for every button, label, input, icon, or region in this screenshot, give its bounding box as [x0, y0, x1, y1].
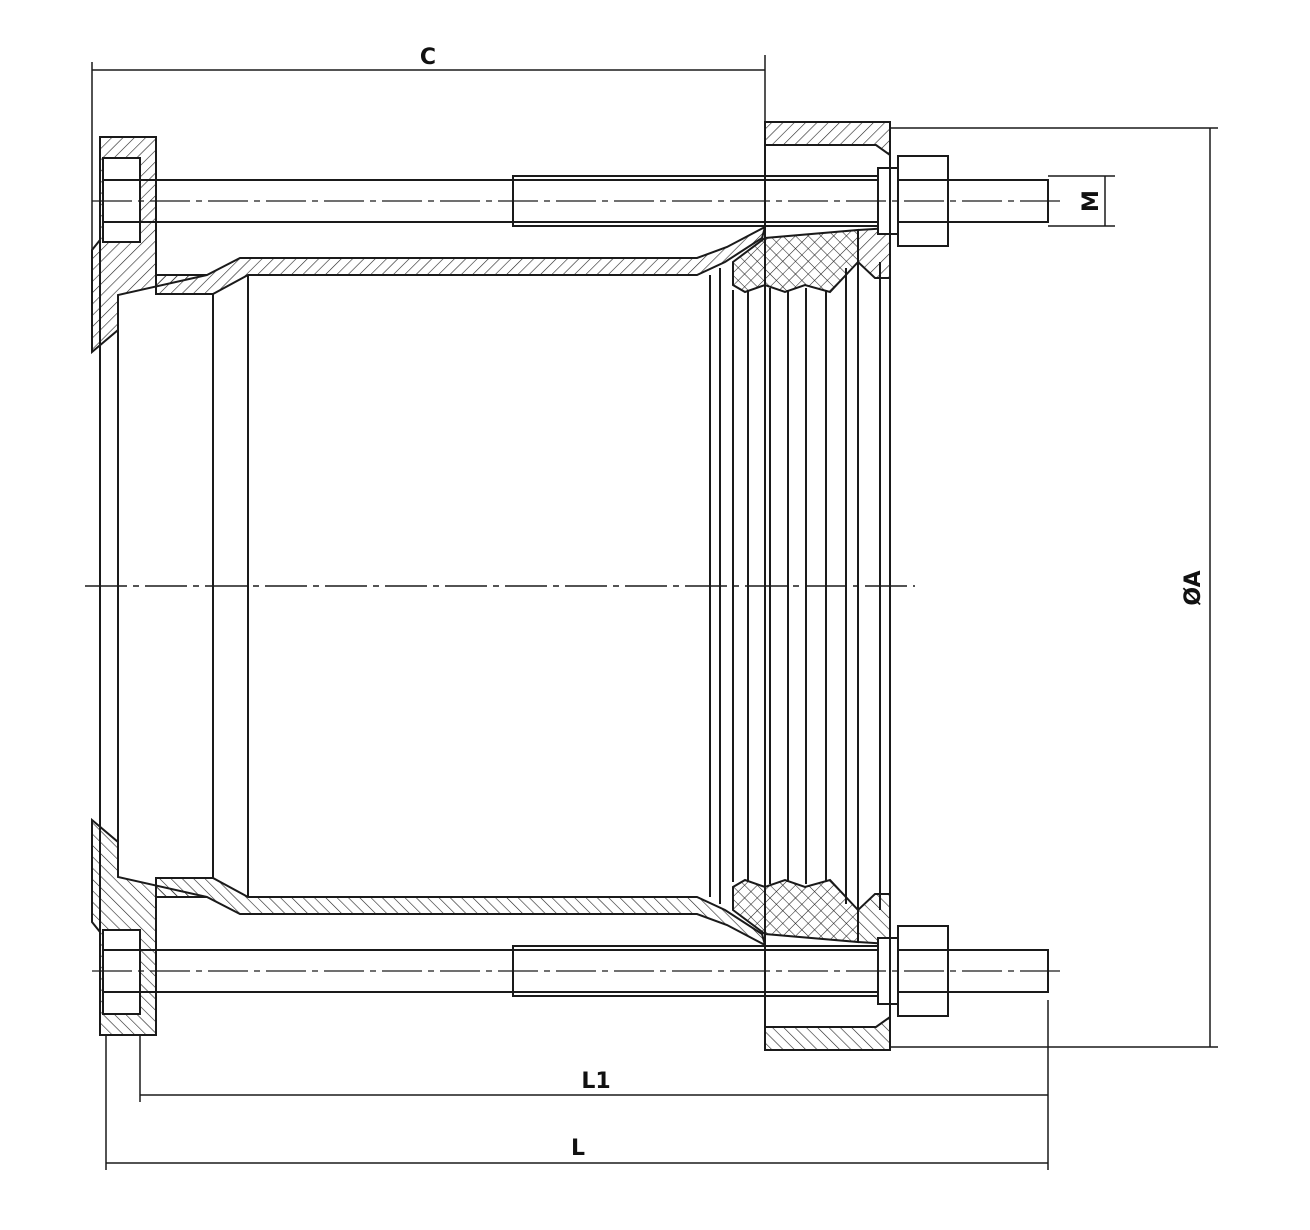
dimension-l1-label: L1	[581, 1069, 610, 1094]
dimension-m-label: M	[1079, 190, 1104, 212]
dimension-l-label: L	[571, 1136, 585, 1161]
dimension-c	[91, 55, 766, 350]
upper-half	[91, 121, 1063, 353]
dimension-m	[1048, 175, 1115, 227]
dimension-l1	[139, 1000, 1049, 1170]
lower-half	[91, 819, 1063, 1051]
dimension-diameter-a-label: ØA	[1181, 570, 1206, 605]
dimension-diameter-a	[890, 127, 1218, 1048]
dimension-c-label: C	[420, 45, 436, 70]
dimension-l	[105, 1035, 1048, 1170]
